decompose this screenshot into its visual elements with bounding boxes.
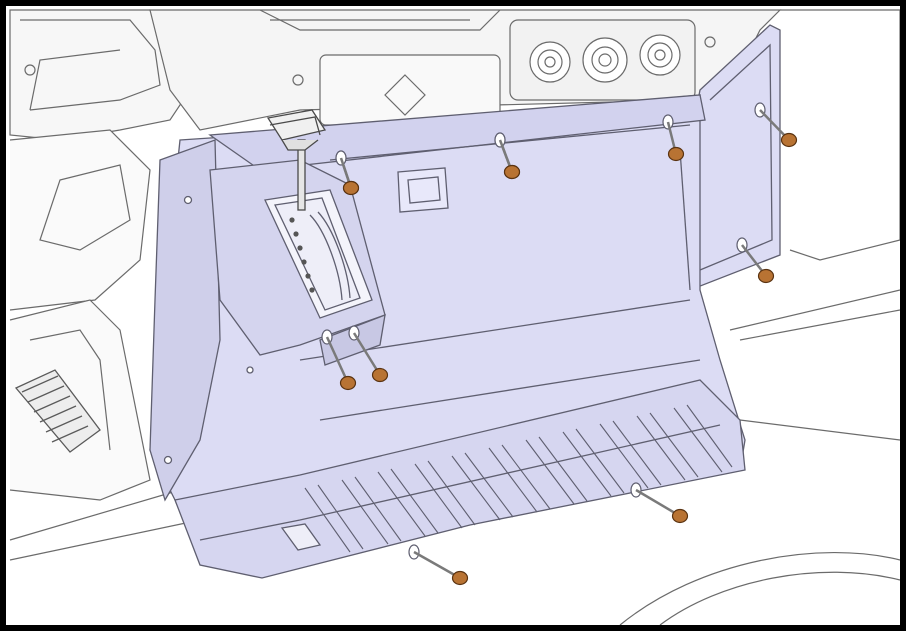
pedal-icon: [14, 369, 101, 453]
dash-logo-icon: [384, 74, 426, 116]
push-rivet-fastener-icon: [408, 544, 469, 586]
push-rivet-fastener-icon: [348, 325, 389, 383]
fastener-group: [321, 102, 798, 586]
cabin-environment: [9, 9, 901, 626]
shifter-housing: [209, 159, 386, 366]
steering-column: [9, 129, 151, 311]
push-rivet-fastener-icon: [335, 150, 360, 196]
push-rivet-fastener-icon: [662, 114, 685, 162]
push-rivet-fastener-icon: [736, 237, 775, 284]
push-rivet-fastener-icon: [754, 102, 798, 148]
gear-position-indicator: [289, 217, 315, 293]
floor-line: [9, 489, 181, 541]
gauge-icon: [529, 41, 571, 83]
gauge-icon: [582, 37, 628, 83]
footrest-slot: [280, 523, 322, 551]
right-cabin-wall: [780, 9, 901, 261]
push-rivet-fastener-icon: [630, 482, 689, 524]
floor-curve: [619, 552, 901, 626]
panel-top-ledge: [208, 94, 706, 171]
push-rivet-fastener-icon: [494, 132, 521, 180]
push-rivet-fastener-icon: [321, 329, 357, 391]
footrest: [174, 379, 746, 579]
shift-lever-icon: [266, 109, 327, 211]
gauge-icon: [639, 34, 681, 76]
switch-cutout: [397, 167, 449, 213]
